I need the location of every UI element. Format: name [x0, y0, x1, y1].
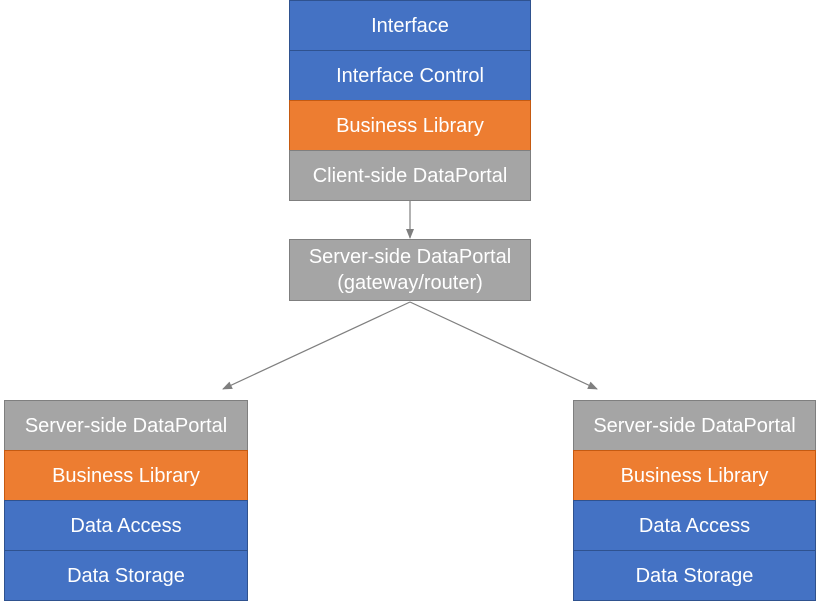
client-interface-control-box: Interface Control: [289, 50, 531, 101]
router-line-1: Server-side DataPortal: [308, 246, 512, 268]
right-server-stack: Server-side DataPortal Business Library …: [573, 400, 816, 601]
right-data-access-box: Data Access: [573, 500, 816, 551]
left-data-access-box: Data Access: [4, 500, 248, 551]
right-server-dataportal-box: Server-side DataPortal: [573, 400, 816, 451]
router-dataportal-box: Server-side DataPortal (gateway/router): [289, 239, 531, 301]
client-business-library-box: Business Library: [289, 100, 531, 151]
client-interface-box: Interface: [289, 0, 531, 51]
arrow-router-to-right-server: [409, 301, 598, 390]
router-line-2: (gateway/router): [337, 272, 483, 294]
left-business-library-box: Business Library: [4, 450, 248, 501]
left-server-dataportal-box: Server-side DataPortal: [4, 400, 248, 451]
right-data-storage-box: Data Storage: [573, 550, 816, 601]
left-data-storage-box: Data Storage: [4, 550, 248, 601]
right-business-library-box: Business Library: [573, 450, 816, 501]
client-stack: Interface Interface Control Business Lib…: [289, 0, 531, 201]
left-server-stack: Server-side DataPortal Business Library …: [4, 400, 248, 601]
arrow-router-to-left-server: [222, 301, 411, 390]
client-dataportal-box: Client-side DataPortal: [289, 150, 531, 201]
